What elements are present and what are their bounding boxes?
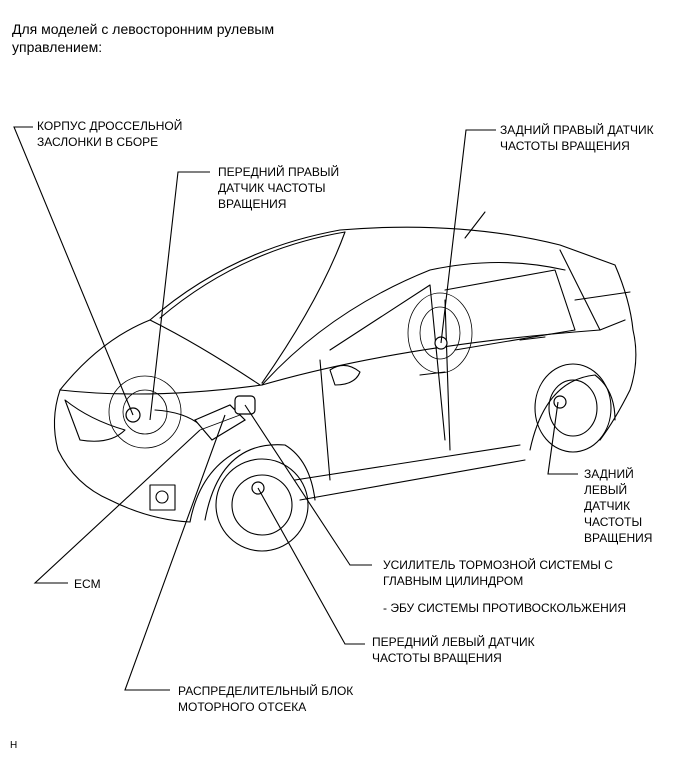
label-throttle-line-2: ЗАСЛОНКИ В СБОРЕ [37,135,159,149]
label-booster-line-1: УСИЛИТЕЛЬ ТОРМОЗНОЙ СИСТЕМЫ С [383,558,613,572]
label-rear-left-line-3: ДАТЧИК [584,499,631,513]
header-line-1: Для моделей с левосторонним рулевым [12,21,275,37]
leader-lines [13,126,578,691]
label-rear-right-line-1: ЗАДНИЙ ПРАВЫЙ ДАТЧИК [500,123,654,137]
label-rear-left-line-1: ЗАДНИЙ [584,467,634,481]
label-junction-line-2: МОТОРНОГО ОТСЕКА [178,700,307,714]
label-junction-line-1: РАСПРЕДЕЛИТЕЛЬНЫЙ БЛОК [178,684,354,698]
car-body-outline [53,211,637,552]
label-throttle-line-1: КОРПУС ДРОССЕЛЬНОЙ [37,119,183,133]
footer-code: H [10,740,18,751]
label-booster-line-2: ГЛАВНЫМ ЦИЛИНДРОМ [383,574,524,588]
component-blocks [125,336,567,495]
label-rear-right-line-2: ЧАСТОТЫ ВРАЩЕНИЯ [500,139,630,153]
label-rear-left-line-5: ВРАЩЕНИЯ [584,531,653,545]
label-rear-left-line-4: ЧАСТОТЫ [584,515,643,529]
label-rear-left-line-2: ЛЕВЫЙ [584,483,628,497]
header-line-2: управлением: [12,39,103,55]
label-ecm: ECM [74,577,101,591]
label-abs-ecu: - ЭБУ СИСТЕМЫ ПРОТИВОСКОЛЬЖЕНИЯ [383,601,627,615]
label-front-left-line-2: ЧАСТОТЫ ВРАЩЕНИЯ [372,651,502,665]
label-front-left-line-1: ПЕРЕДНИЙ ЛЕВЫЙ ДАТЧИК [372,635,535,649]
label-front-right-line-3: ВРАЩЕНИЯ [218,197,287,211]
label-front-right-line-2: ДАТЧИК ЧАСТОТЫ [218,181,326,195]
label-front-right-line-1: ПЕРЕДНИЙ ПРАВЫЙ [218,165,340,179]
